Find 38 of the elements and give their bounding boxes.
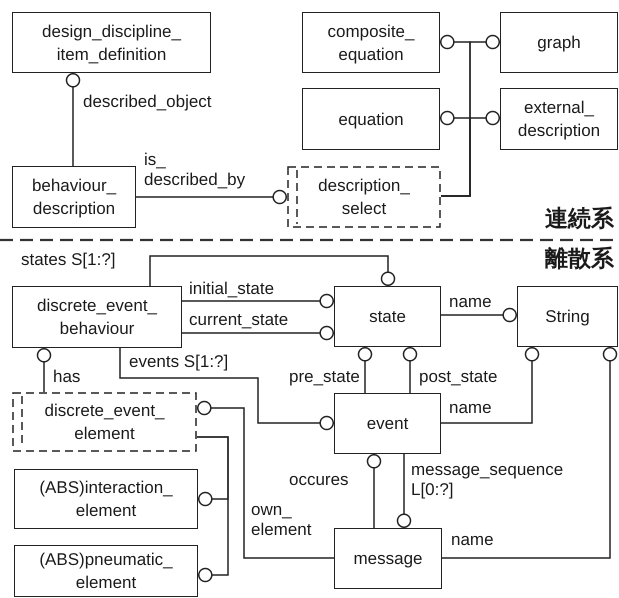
entity-box: (ABS)pneumatic_ element (14, 545, 198, 597)
select-box: description_ select (287, 166, 441, 228)
relationship-line (442, 347, 618, 559)
relationship-line (136, 190, 287, 204)
edge-label: states S[1:?] (20, 250, 116, 270)
relationship-line (441, 347, 540, 424)
entity-box: String (517, 286, 618, 347)
relationship-line (182, 294, 334, 308)
relationship-line (396, 454, 412, 528)
entity-box: composite_ equation (302, 12, 440, 73)
relationship-line (182, 326, 334, 340)
relationship-line (366, 454, 382, 528)
entity-box: message (334, 528, 442, 589)
relationship-line (441, 308, 517, 322)
edge-label: described_object (82, 92, 213, 112)
relationship-line (36, 348, 52, 392)
edge-label: events S[1:?] (128, 352, 230, 372)
section-label: 連続系 (545, 205, 614, 233)
relationship-line (66, 73, 80, 166)
entity-box: discrete_event_ behaviour (12, 286, 182, 348)
entity-box: behaviour_ description (12, 166, 136, 228)
entity-box: (ABS)interaction_ element (14, 469, 198, 529)
relationship-line (441, 110, 500, 197)
section-label: 離散系 (545, 245, 614, 273)
select-box: discrete_event_ element (12, 392, 197, 452)
relationship-line (358, 347, 372, 393)
entity-box: external_ description (500, 88, 618, 150)
relationship-line (197, 436, 229, 582)
relationship-line (402, 347, 418, 393)
entity-box: design_discipline_ item_definition (12, 12, 211, 73)
entity-box: event (334, 393, 441, 454)
relationship-line (149, 255, 396, 286)
relationship-line (197, 400, 334, 559)
relationship-line (119, 348, 334, 430)
edge-label: initial_state (188, 279, 276, 299)
entity-box: graph (500, 12, 618, 73)
entity-box: state (334, 286, 441, 347)
entity-box: equation (302, 88, 440, 150)
